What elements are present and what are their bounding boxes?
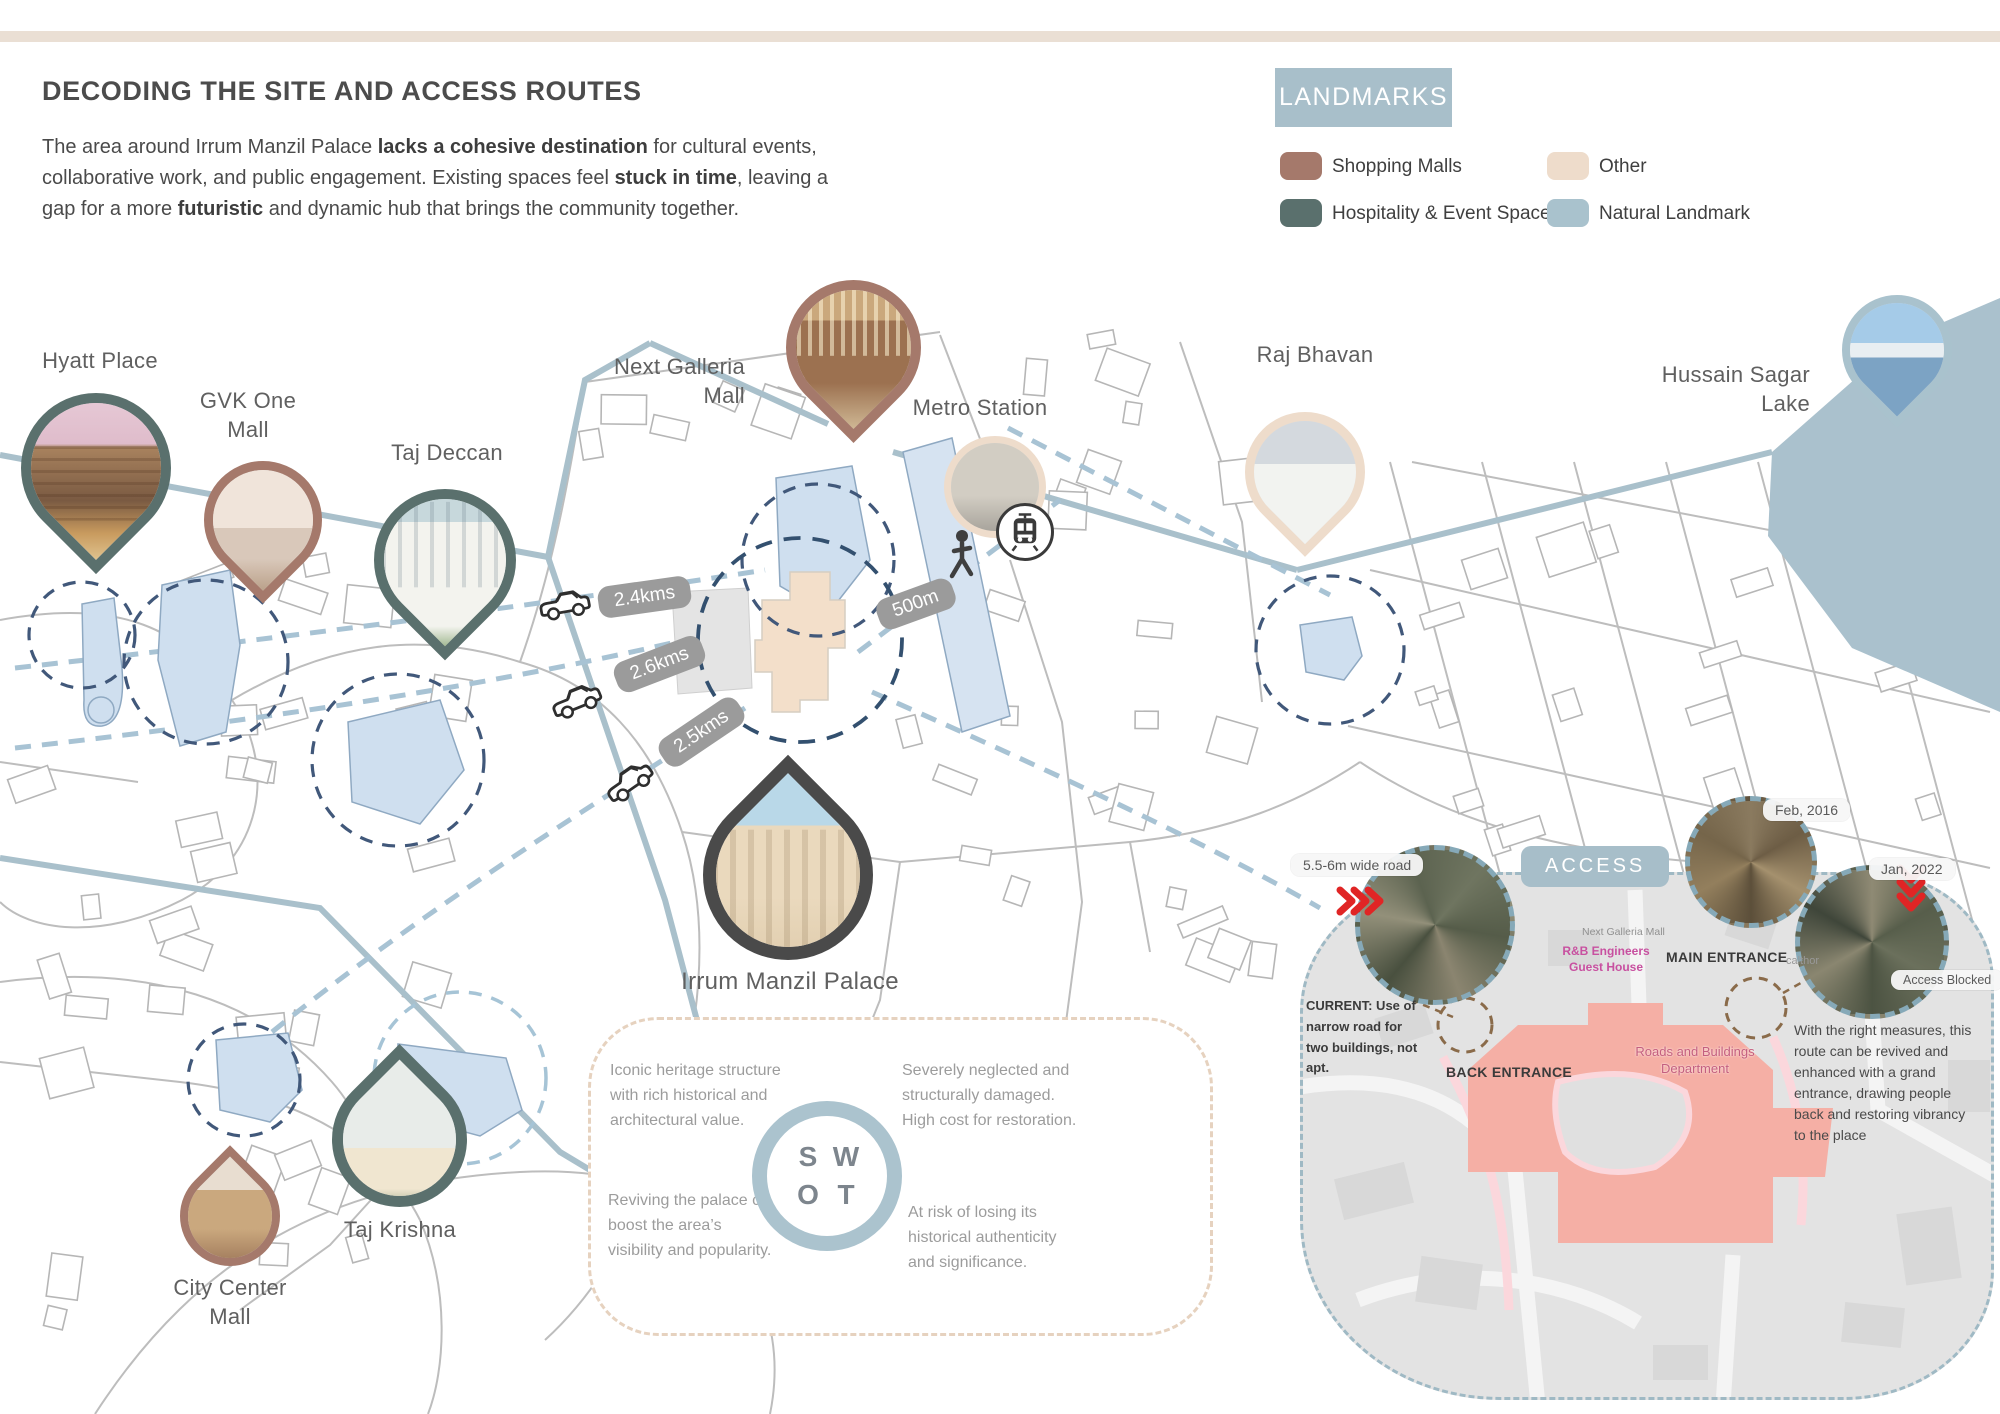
swot-letter-w: W [832, 1141, 860, 1172]
car-icon [537, 587, 593, 623]
pin-frame [179, 436, 347, 604]
irrum-manzil-palace-photo [675, 762, 901, 988]
pin-label-irrum-manzil-palace: Irrum Manzil Palace [681, 968, 899, 995]
legend-swatch-hospitality [1280, 199, 1322, 227]
galleria-small-label: Next Galleria Mall [1582, 926, 1665, 938]
swot-threats: At risk of losing its historical authent… [908, 1204, 1057, 1271]
road-width-label: 5.5-6m wide road [1291, 854, 1424, 876]
courtyard [1552, 1071, 1693, 1175]
map-pin-taj-deccan[interactable] [344, 459, 546, 661]
current-access-note: CURRENT: Use of narrow road for two buil… [1306, 998, 1418, 1076]
page-title: DECODING THE SITE AND ACCESS ROUTES [42, 76, 642, 107]
metro-train-icon [996, 503, 1054, 561]
legend-swatch-natural [1547, 199, 1589, 227]
legend-label-other: Other [1599, 156, 1647, 177]
pin-frame [304, 1044, 495, 1235]
legend-label-natural: Natural Landmark [1599, 203, 1751, 224]
future-access-note: With the right measures, this route can … [1794, 1022, 1972, 1143]
map-pin-gvk-one-mall[interactable] [179, 436, 347, 604]
pin-label-raj-bhavan: Raj Bhavan [1256, 342, 1374, 367]
pin-label-hussain-sagar-lake: Hussain Sagar Lake [1661, 362, 1810, 417]
pin-label-metro-station: Metro Station [912, 395, 1048, 420]
date-label-2016: Feb, 2016 [1763, 799, 1851, 821]
hyatt-place-photo [0, 366, 198, 570]
main-entrance-label: MAIN ENTRANCE [1666, 949, 1788, 965]
pin-frame [667, 754, 909, 996]
legend-label-hospitality: Hospitality & Event Spaces [1332, 203, 1561, 224]
pin-frame [1220, 387, 1390, 557]
pin-frame [1819, 272, 1975, 428]
pin-frame [344, 459, 546, 661]
map-pin-city-center-mall[interactable] [159, 1145, 301, 1287]
swot-circle: S W O T [752, 1101, 902, 1251]
swot-strengths: Iconic heritage structure with rich hist… [610, 1062, 781, 1129]
legend-title: LANDMARKS [1275, 68, 1452, 127]
department-label: Roads and Buildings Department [1635, 1044, 1755, 1076]
access-map [1303, 875, 1991, 1397]
red-arrows-right-icon [1336, 886, 1384, 916]
hussain-sagar-lake-photo [1823, 276, 1971, 424]
gvk-one-mall-photo [185, 442, 341, 598]
map-pin-taj-krishna[interactable] [304, 1044, 495, 1235]
swot-opportunities: Reviving the palace can boost the area’s… [608, 1192, 778, 1259]
map-text-fragment: calthor [1786, 955, 1820, 967]
intro-paragraph: The area around Irrum Manzil Palace lack… [42, 136, 828, 220]
focus-circles [27, 482, 1406, 1166]
hussain-sagar-lake-shape [1768, 298, 2000, 712]
pin-label-next-galleria-mall: Next Galleria Mall [613, 354, 745, 409]
back-entrance-label: BACK ENTRANCE [1446, 1064, 1573, 1080]
pin-label-taj-krishna: Taj Krishna [343, 1217, 457, 1242]
access-title: ACCESS [1521, 846, 1670, 887]
irrum-manzil-palace-footprint [754, 571, 846, 713]
swot-letter-o: O [797, 1179, 819, 1210]
top-accent-strip [0, 31, 2000, 42]
guest-house-label: R&B Engineers Guest House [1562, 944, 1650, 974]
legend-swatch-other [1547, 152, 1589, 180]
swot-weaknesses: Severely neglected and structurally dama… [902, 1062, 1077, 1129]
raj-bhavan-photo [1225, 392, 1385, 552]
map-pin-raj-bhavan[interactable] [1220, 387, 1390, 557]
swot-letter-t: T [837, 1179, 855, 1210]
map-pin-hussain-sagar-lake[interactable] [1819, 272, 1975, 428]
swot-letter-s: S [798, 1141, 818, 1172]
map-pin-metro-station[interactable] [944, 436, 1046, 538]
legend-swatch-shopping [1280, 152, 1322, 180]
map-pin-hyatt-place[interactable] [0, 361, 203, 575]
pin-label-hyatt-place: Hyatt Place [42, 348, 158, 373]
taj-krishna-photo [311, 1051, 488, 1228]
pin-frame [159, 1145, 301, 1287]
pin-label-city-center-mall: City Center Mall [173, 1275, 287, 1330]
pin-label-taj-deccan: Taj Deccan [391, 440, 503, 465]
pin-frame [944, 436, 1046, 538]
map-pin-irrum-manzil-palace[interactable] [667, 754, 909, 996]
city-center-mall-photo [164, 1150, 296, 1282]
legend-label-shopping: Shopping Malls [1332, 156, 1462, 177]
pin-label-gvk-one-mall: GVK One Mall [199, 388, 297, 443]
date-label-2022: Jan, 2022 [1869, 858, 1955, 880]
landmark-footprints [81, 437, 1363, 1137]
access-blocked-label: Access Blocked [1891, 970, 2000, 990]
taj-deccan-photo [349, 464, 541, 656]
pedestrian-icon [949, 530, 974, 579]
